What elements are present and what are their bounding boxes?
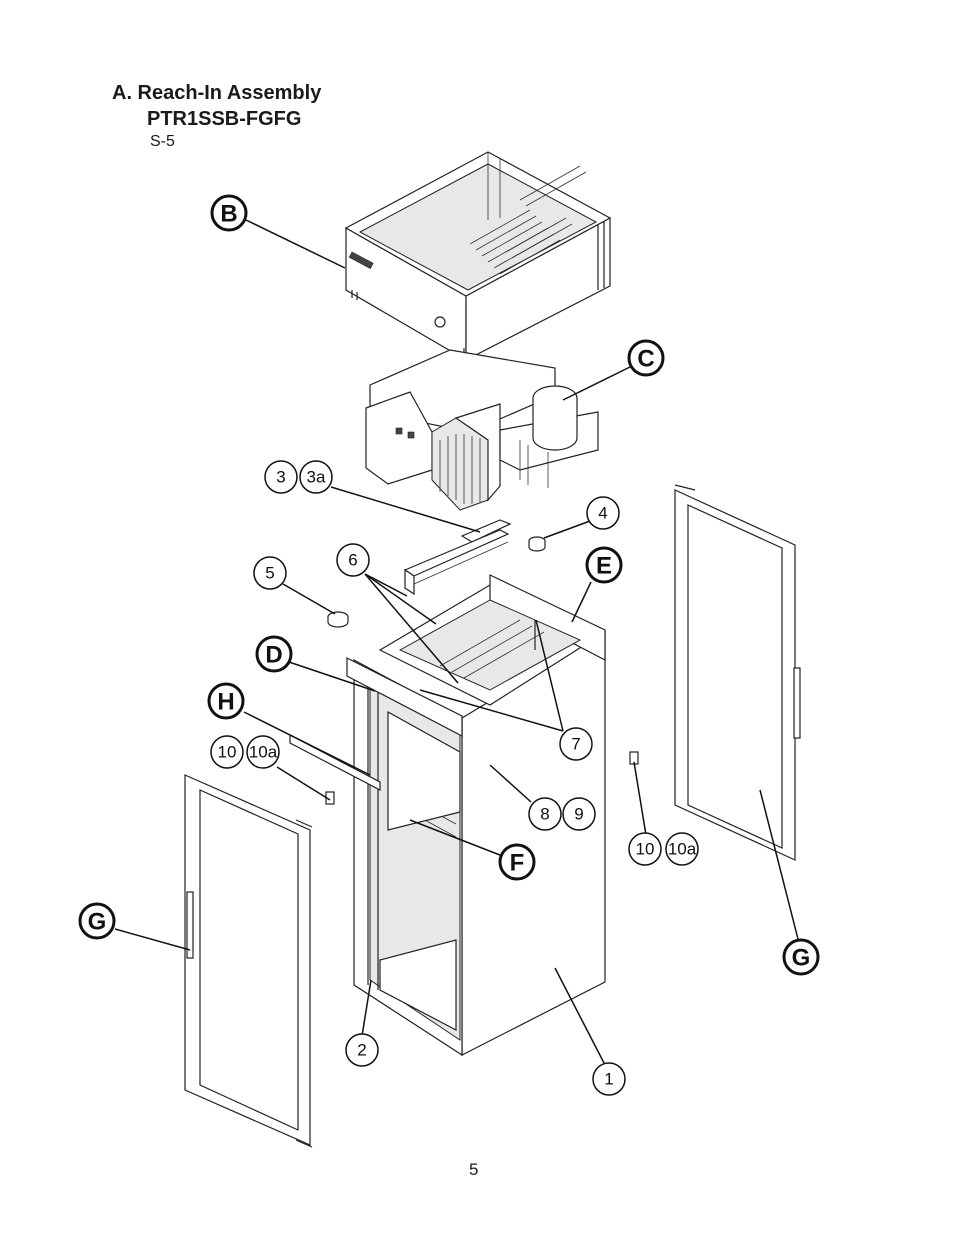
callout-3: 3 xyxy=(264,460,298,494)
callout-6: 6 xyxy=(336,543,370,577)
callout-B-label: B xyxy=(220,201,237,228)
callout-G-left: G xyxy=(78,902,116,940)
callout-G-right-label: G xyxy=(792,945,811,972)
callout-1: 1 xyxy=(592,1062,626,1096)
callout-2-label: 2 xyxy=(357,1041,366,1060)
callout-10-right: 10 xyxy=(628,832,662,866)
callout-F: F xyxy=(498,843,536,881)
callout-4: 4 xyxy=(586,496,620,530)
callout-10-left: 10 xyxy=(210,735,244,769)
callout-9: 9 xyxy=(562,797,596,831)
callout-G-right: G xyxy=(782,938,820,976)
callout-D: D xyxy=(255,635,293,673)
callout-10a-right-label: 10a xyxy=(668,840,697,859)
callout-3-label: 3 xyxy=(276,468,285,487)
callout-1-label: 1 xyxy=(604,1070,613,1089)
callout-D-label: D xyxy=(265,642,282,669)
callout-10a-left-label: 10a xyxy=(249,743,278,762)
callout-7: 7 xyxy=(559,727,593,761)
drain-tray-drawing xyxy=(403,519,512,596)
callout-3a: 3a xyxy=(299,460,333,494)
callout-F-label: F xyxy=(510,850,525,877)
callout-8: 8 xyxy=(528,797,562,831)
callout-H-label: H xyxy=(217,689,234,716)
callout-B: B xyxy=(210,194,248,232)
hinge-bar-drawing xyxy=(289,734,381,805)
grommet-5-drawing xyxy=(327,611,349,628)
callout-5: 5 xyxy=(253,556,287,590)
callout-2: 2 xyxy=(345,1033,379,1067)
refrigeration-unit-drawing xyxy=(365,349,599,511)
callout-10a-right: 10a xyxy=(665,832,699,866)
page-title: A. Reach-In Assembly xyxy=(112,82,322,104)
grommet-4-drawing xyxy=(528,536,546,552)
callout-G-left-label: G xyxy=(88,909,107,936)
callout-H: H xyxy=(207,682,245,720)
callout-C: C xyxy=(627,339,665,377)
callout-10-left-label: 10 xyxy=(218,743,237,762)
model-number: PTR1SSB-FGFG xyxy=(147,108,302,130)
sheet-reference: S-5 xyxy=(150,133,175,150)
callout-10-right-label: 10 xyxy=(636,840,655,859)
callout-C-label: C xyxy=(637,346,654,373)
left-door-drawing xyxy=(184,774,313,1148)
callout-10a-left: 10a xyxy=(246,735,280,769)
callout-7-label: 7 xyxy=(571,735,580,754)
callout-8-label: 8 xyxy=(540,805,549,824)
callout-5-label: 5 xyxy=(265,564,274,583)
callout-3a-label: 3a xyxy=(307,468,326,487)
callout-9-label: 9 xyxy=(574,805,583,824)
leader-lines xyxy=(114,219,800,1064)
callout-E-label: E xyxy=(596,553,612,580)
page-number: 5 xyxy=(469,1160,479,1179)
callout-6-label: 6 xyxy=(348,551,357,570)
right-door-drawing xyxy=(629,484,801,861)
callout-4-label: 4 xyxy=(598,504,607,523)
top-housing-drawing xyxy=(344,151,612,362)
callout-E: E xyxy=(585,546,623,584)
